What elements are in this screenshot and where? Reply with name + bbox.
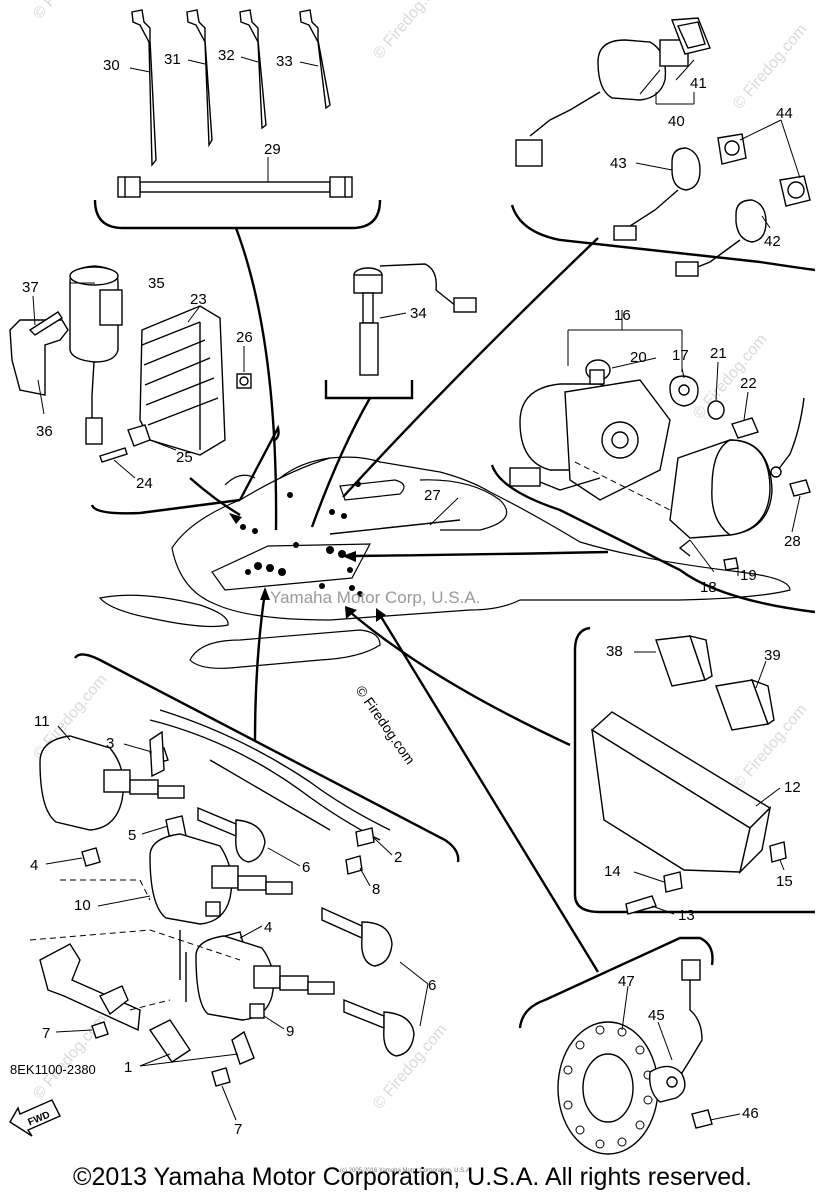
callout-31: 31	[164, 51, 181, 68]
callout-17: 17	[672, 347, 689, 364]
cable-ties	[117, 9, 353, 198]
sensor-34	[353, 263, 477, 376]
callout-8: 8	[372, 881, 380, 898]
callout-7b: 7	[234, 1121, 242, 1138]
callout-11: 11	[34, 713, 50, 730]
center-watermark: Yamaha Motor Corp, U.S.A.	[270, 588, 480, 607]
callout-16: 16	[614, 307, 631, 324]
callout-46: 46	[742, 1105, 759, 1122]
ignition-coil-group	[29, 709, 415, 1087]
cdi-unit-group	[590, 635, 787, 915]
callout-36: 36	[36, 423, 53, 440]
callout-32: 32	[218, 47, 235, 64]
small-print: (c) 2005-2016 Yamaha Motor Corporation, …	[340, 1168, 472, 1174]
callout-26: 26	[236, 329, 253, 346]
callout-4b: 4	[264, 919, 272, 936]
copyright-notice: ©2013 Yamaha Motor Corporation, U.S.A. A…	[73, 1163, 752, 1191]
callout-15: 15	[776, 873, 793, 890]
callout-18: 18	[700, 579, 717, 596]
callout-47: 47	[618, 973, 635, 990]
callout-41: 41	[690, 75, 707, 92]
callout-9: 9	[286, 1023, 294, 1040]
callout-7a: 7	[42, 1025, 50, 1042]
callout-37: 37	[22, 279, 39, 296]
callout-21: 21	[710, 345, 727, 362]
callout-44: 44	[776, 105, 793, 122]
firedog-watermark-center: © Firedog.com	[353, 683, 419, 768]
callout-20: 20	[630, 349, 647, 366]
callout-10: 10	[74, 897, 91, 914]
pointer-lines	[189, 227, 609, 973]
callout-38: 38	[606, 643, 623, 660]
callout-40: 40	[668, 113, 685, 130]
callout-14: 14	[604, 863, 621, 880]
switch-group	[515, 17, 811, 277]
callout-33: 33	[276, 53, 293, 70]
callout-30: 30	[103, 57, 120, 74]
callout-45: 45	[648, 1007, 665, 1024]
callout-numbers: 30 31 32 33 29 37 35 23 26 36 25 24 34 4…	[22, 47, 801, 1138]
callout-19: 19	[740, 567, 757, 584]
callout-35: 35	[148, 275, 165, 292]
svg-text:© Firedog.com: © Firedog.com	[370, 0, 451, 63]
callout-27: 27	[424, 487, 441, 504]
svg-text:© Firedog.com: © Firedog.com	[30, 0, 111, 23]
callout-4a: 4	[30, 857, 38, 874]
leader-lines	[32, 56, 801, 1121]
svg-text:© Firedog.com: © Firedog.com	[690, 331, 771, 422]
callout-22: 22	[740, 375, 757, 392]
callout-12: 12	[784, 779, 801, 796]
callout-42: 42	[764, 233, 781, 250]
callout-6a: 6	[302, 859, 310, 876]
callout-29: 29	[264, 141, 281, 158]
pickup-group	[557, 959, 713, 1155]
callout-5: 5	[128, 827, 136, 844]
callout-23: 23	[190, 291, 207, 308]
snowmobile-body-outline	[98, 456, 791, 669]
section-brackets	[73, 199, 816, 1029]
callout-43: 43	[610, 155, 627, 172]
part-code: 8EK1100-2380	[10, 1062, 96, 1077]
callout-2: 2	[394, 849, 402, 866]
callout-28: 28	[784, 533, 801, 550]
callout-1: 1	[124, 1059, 132, 1076]
svg-text:© Firedog.com: © Firedog.com	[730, 21, 811, 112]
starter-motor-group	[509, 359, 811, 571]
callout-34: 34	[410, 305, 427, 322]
callout-25: 25	[176, 449, 193, 466]
rectifier-condenser-group	[9, 265, 252, 463]
callout-24: 24	[136, 475, 153, 492]
fwd-arrow-icon: FWD	[9, 1099, 61, 1137]
callout-13: 13	[678, 907, 695, 924]
callout-3: 3	[106, 735, 114, 752]
callout-6b: 6	[428, 977, 436, 994]
callout-39: 39	[764, 647, 781, 664]
